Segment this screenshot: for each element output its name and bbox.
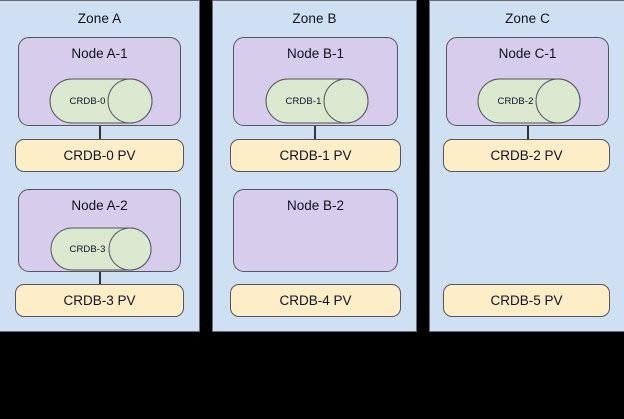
pv-box-crdb-5[interactable]: CRDB-5 PV: [443, 284, 610, 317]
zone-container-c: Zone C Node C-1 CRDB-2 CRDB-2 PV CRDB-5 …: [429, 0, 624, 332]
pv-box-crdb-4[interactable]: CRDB-4 PV: [230, 284, 401, 317]
pod-label-crdb-1: CRDB-1: [285, 95, 322, 107]
pv-box-crdb-2[interactable]: CRDB-2 PV: [443, 139, 610, 172]
node-label-a-2: Node A-2: [71, 198, 128, 213]
pv-box-crdb-1[interactable]: CRDB-1 PV: [230, 139, 401, 172]
zone-container-b: Zone B Node B-1 CRDB-1 CRDB-1 PV Node B-…: [212, 0, 417, 332]
zone-title-b: Zone B: [292, 11, 337, 26]
node-box-c-1[interactable]: Node C-1 CRDB-2: [446, 37, 609, 126]
node-box-a-2[interactable]: Node A-2 CRDB-3: [18, 189, 181, 272]
node-label-b-1: Node B-1: [286, 46, 345, 61]
zone-title-a: Zone A: [77, 11, 122, 26]
pod-label-crdb-0: CRDB-0: [69, 95, 106, 107]
pod-label-crdb-2: CRDB-2: [497, 95, 534, 107]
pod-crdb-1[interactable]: CRDB-1: [265, 78, 369, 124]
zone-container-a: Zone A Node A-1 CRDB-0 CRDB-0 PV Node A-…: [0, 0, 200, 332]
pod-crdb-3[interactable]: CRDB-3: [49, 227, 153, 271]
pod-crdb-0[interactable]: CRDB-0: [49, 78, 153, 124]
pod-crdb-2[interactable]: CRDB-2: [477, 78, 581, 124]
connector-crdb-3: [99, 272, 101, 284]
connector-crdb-2: [527, 126, 529, 139]
node-box-a-1[interactable]: Node A-1 CRDB-0: [18, 37, 181, 126]
pv-box-crdb-3[interactable]: CRDB-3 PV: [15, 284, 184, 317]
node-box-b-2[interactable]: Node B-2: [233, 189, 398, 272]
zone-title-c: Zone C: [505, 11, 550, 26]
node-label-a-1: Node A-1: [71, 46, 128, 61]
pv-box-crdb-0[interactable]: CRDB-0 PV: [15, 139, 184, 172]
connector-crdb-0: [99, 126, 101, 139]
pod-label-crdb-3: CRDB-3: [69, 243, 106, 255]
node-label-b-2: Node B-2: [286, 198, 345, 213]
connector-crdb-1: [314, 126, 316, 139]
node-label-c-1: Node C-1: [498, 46, 557, 61]
node-box-b-1[interactable]: Node B-1 CRDB-1: [233, 37, 398, 126]
